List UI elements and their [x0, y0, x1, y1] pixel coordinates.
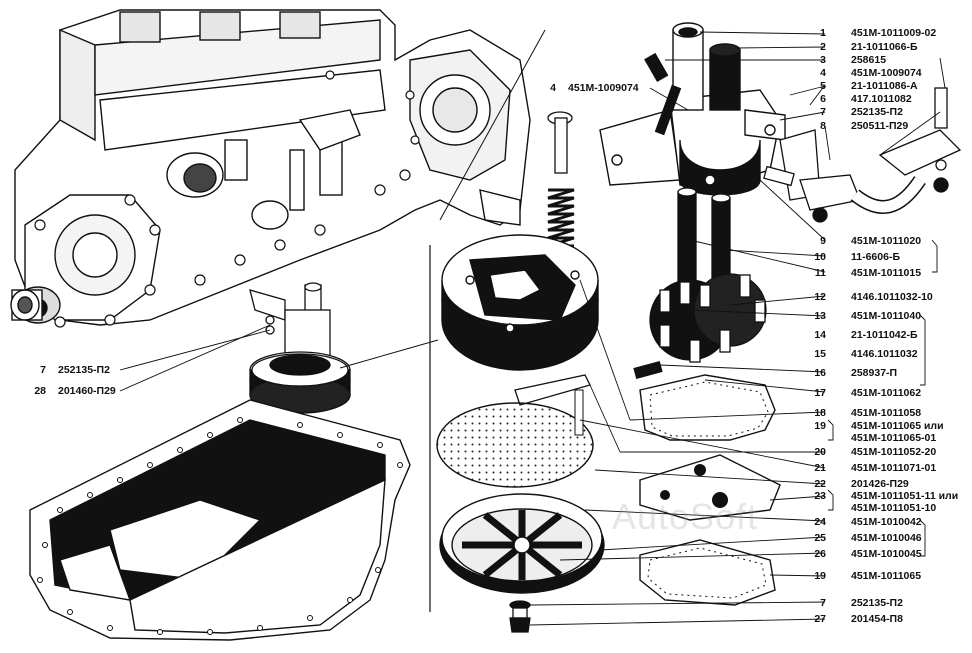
callout-part-number: 258615: [851, 54, 887, 66]
callout-number: 19: [814, 570, 826, 582]
relief-valve: [547, 111, 575, 248]
callout-part-number: 451М-1011020: [851, 235, 922, 247]
gasket-top: [639, 374, 776, 441]
callout-number: 18: [814, 407, 826, 419]
callout-part-number: 4146.1011032-10: [851, 291, 933, 303]
callout-number: 6: [820, 93, 826, 105]
callout-part-number: 451М-1010045: [851, 548, 922, 560]
callout-number: 28: [34, 385, 46, 397]
callout-number: 15: [814, 348, 826, 360]
callout-part-number: 252135-П2: [851, 106, 903, 118]
callout-number: 12: [814, 291, 826, 303]
callout-part-number: 451М-1011040: [851, 310, 922, 322]
callout-part-number: 451М-1011009-02: [851, 27, 937, 39]
callout-number: 10: [814, 251, 826, 263]
pump-plate: [639, 454, 781, 521]
callout-number: 25: [814, 532, 826, 544]
gear-shafts: [633, 187, 767, 379]
callout-part-number: 201426-П29: [851, 478, 909, 490]
callout-part-number: 451М-1011065: [851, 570, 922, 582]
callout-part-number: 201460-П29: [58, 385, 116, 397]
strainer-housing: [439, 493, 605, 594]
callout-number: 27: [814, 613, 826, 625]
callout-number: 17: [814, 387, 826, 399]
callout-number: 22: [814, 478, 826, 490]
callout-part-number: 451М-1011051-10: [851, 502, 937, 514]
callout-part-number: 417.1011082: [851, 93, 912, 105]
watermark: AutoSoft: [612, 496, 759, 537]
callout-number: 3: [820, 54, 826, 66]
callout-part-number: 252135-П2: [58, 364, 110, 376]
callout-number: 9: [820, 235, 826, 247]
leader-lines: [119, 31, 946, 626]
callout-number: 14: [814, 329, 826, 341]
callout-part-number: 258937-П: [851, 367, 898, 379]
callout-part-number: 451М-1011062: [851, 387, 922, 399]
callout-part-number: 21-1011086-А: [851, 80, 918, 92]
callout-part-number: 4146.1011032: [851, 348, 918, 360]
callout-number: 7: [820, 597, 826, 609]
callout-part-number: 21-1011042-Б: [851, 329, 918, 341]
callout-part-number: 11-6606-Б: [851, 251, 900, 263]
oil-screen: [436, 402, 594, 488]
callout-number: 20: [814, 446, 826, 458]
callout-number: 23: [814, 490, 826, 502]
callout-number: 11: [814, 267, 826, 279]
callout-part-number: 252135-П2: [851, 597, 903, 609]
callout-part-number: 451М-1011065-01: [851, 432, 937, 444]
callout-part-number: 451М-1011015: [851, 267, 922, 279]
callout-number: 24: [814, 516, 826, 528]
callout-part-number: 201454-П8: [851, 613, 903, 625]
outlet-pipe: [763, 87, 962, 223]
callout-part-number: 250511-П29: [851, 120, 909, 132]
callout-part-number: 451М-1010042: [851, 516, 922, 528]
engine-block: [10, 9, 531, 328]
callout-number: 21: [814, 462, 826, 474]
callout-number: 13: [814, 310, 826, 322]
callout-number: 8: [820, 120, 826, 132]
callout-part-number: 451М-1011058: [851, 407, 922, 419]
pump-cover: [441, 234, 599, 371]
drain-bolt: [509, 600, 531, 633]
callout-part-number: 451М-1010046: [851, 532, 922, 544]
callout-part-number: 451М-1009074: [851, 67, 922, 79]
callout-number: 4: [550, 82, 556, 94]
callout-part-number: 451М-1011071-01: [851, 462, 937, 474]
assembled-oil-pump: [249, 282, 351, 414]
pump-body: [599, 22, 786, 196]
callout-number: 26: [814, 548, 826, 560]
callout-number: 2: [820, 41, 826, 53]
callout-part-number: 21-1011066-Б: [851, 41, 918, 53]
callout-part-number: 451М-1011052-20: [851, 446, 937, 458]
callout-number: 7: [820, 106, 826, 118]
callout-number: 1: [820, 27, 826, 39]
callout-part-number: 451М-1009074: [568, 82, 639, 94]
callout-number: 16: [814, 367, 826, 379]
gasket-bottom: [639, 539, 776, 606]
callout-number: 19: [814, 420, 826, 432]
callout-part-number: 451М-1011065 или: [851, 420, 944, 432]
callout-number: 4: [820, 67, 826, 79]
oil-pan: [29, 399, 411, 641]
callout-part-number: 451М-1011051-11 или: [851, 490, 959, 502]
callout-number: 5: [820, 80, 826, 92]
callout-number: 7: [40, 364, 46, 376]
